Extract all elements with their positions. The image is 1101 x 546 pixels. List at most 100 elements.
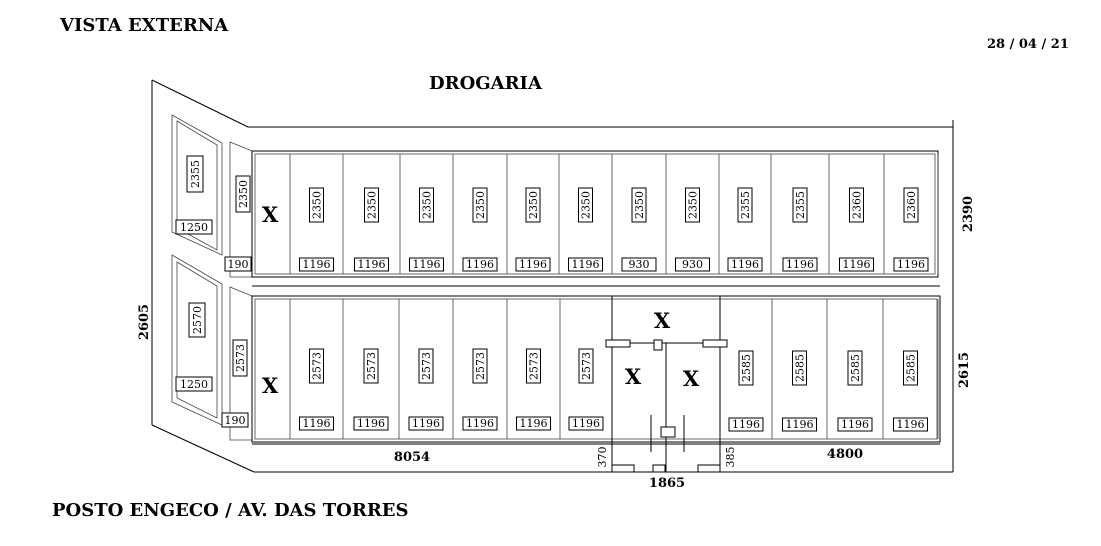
door-right-dimension: 385 — [724, 447, 737, 468]
door-left-mark: X — [625, 364, 642, 389]
top-panel-height-6: 2350 — [578, 187, 593, 223]
top-panel-width-2: 1196 — [354, 257, 389, 272]
svg-text:1196: 1196 — [897, 258, 925, 271]
bottom-right-panel-height-1: 2585 — [738, 350, 754, 386]
top-panel-width-11: 1196 — [839, 257, 874, 272]
svg-text:1196: 1196 — [786, 418, 814, 431]
svg-text:1250: 1250 — [180, 221, 208, 234]
svg-text:1196: 1196 — [897, 418, 925, 431]
side-lower-width-label: 1250 — [175, 376, 213, 392]
svg-text:1196: 1196 — [519, 258, 547, 271]
bottom-left-width-label: 190 — [221, 412, 249, 428]
door-width-dimension: 1865 — [649, 476, 685, 491]
top-panel-height-8: 2350 — [685, 187, 700, 223]
side-lower-height-label: 2570 — [188, 302, 206, 338]
svg-text:2360: 2360 — [851, 191, 864, 219]
bottom-left-panel-height-3: 2573 — [418, 348, 434, 384]
bottom-left-panel-width-1: 1196 — [299, 416, 334, 431]
side-upper-width-label: 1250 — [175, 219, 213, 235]
top-panel-height-12: 2360 — [903, 187, 919, 223]
svg-text:1196: 1196 — [841, 418, 869, 431]
bottom-left-panel-height-2: 2573 — [363, 348, 379, 384]
svg-text:2355: 2355 — [189, 160, 202, 188]
top-panel-width-12: 1196 — [893, 257, 929, 272]
left-run-dimension: 8054 — [394, 450, 430, 465]
bottom-right-panel-width-3: 1196 — [837, 417, 873, 432]
bottom-left-panel-height-5: 2573 — [526, 348, 541, 384]
svg-text:2573: 2573 — [528, 352, 541, 380]
svg-text:930: 930 — [629, 258, 650, 271]
bottom-left-panel-width-5: 1196 — [516, 416, 551, 431]
right-run-dimension: 4800 — [827, 447, 863, 462]
top-row: 2350 1196 2350 1196 2350 1196 2350 1196 2350 1196… — [251, 150, 939, 278]
bottom-right-panel-width-2: 1196 — [782, 417, 817, 432]
svg-text:1196: 1196 — [412, 417, 440, 430]
top-panel-width-1: 1196 — [299, 257, 334, 272]
svg-text:2350: 2350 — [366, 191, 379, 219]
svg-text:1196: 1196 — [843, 258, 871, 271]
svg-text:2573: 2573 — [420, 352, 433, 380]
store-name: DROGARIA — [429, 73, 543, 94]
top-overall-height: 2390 — [961, 196, 976, 232]
svg-text:2355: 2355 — [739, 191, 752, 219]
bottom-left-panel-height-1: 2573 — [309, 348, 324, 384]
svg-text:2573: 2573 — [365, 352, 378, 380]
svg-text:1196: 1196 — [572, 417, 600, 430]
top-panel-height-10: 2355 — [792, 187, 808, 223]
svg-text:1196: 1196 — [466, 417, 494, 430]
svg-text:1196: 1196 — [413, 258, 441, 271]
bottom-right-panel-width-1: 1196 — [728, 417, 764, 432]
bottom-left-panel-height-4: 2573 — [472, 348, 488, 384]
top-panel-height-3: 2350 — [419, 187, 434, 223]
top-panel-height-5: 2350 — [525, 187, 541, 223]
top-left-width-label: 190 — [224, 256, 252, 272]
top-panel-width-3: 1196 — [409, 257, 444, 272]
svg-text:1196: 1196 — [520, 417, 548, 430]
top-panel-width-7: 930 — [621, 257, 657, 272]
top-panel-height-11: 2360 — [849, 187, 864, 223]
top-panel-width-6: 1196 — [568, 257, 603, 272]
svg-text:2585: 2585 — [794, 354, 807, 382]
door-right-mark: X — [683, 366, 700, 391]
svg-text:2350: 2350 — [633, 191, 646, 219]
svg-text:2350: 2350 — [421, 191, 434, 219]
top-panel-width-5: 1196 — [515, 257, 551, 272]
svg-text:2350: 2350 — [580, 191, 593, 219]
svg-text:2350: 2350 — [474, 191, 487, 219]
svg-text:2350: 2350 — [687, 191, 700, 219]
top-panel-height-9: 2355 — [737, 187, 753, 223]
entrance-door — [605, 296, 728, 473]
svg-text:2360: 2360 — [905, 191, 918, 219]
svg-text:1196: 1196 — [303, 417, 331, 430]
top-panel-height-1: 2350 — [309, 187, 324, 223]
top-panel-width-10: 1196 — [782, 257, 818, 272]
top-closed-mark: X — [262, 202, 279, 227]
door-left-dimension: 370 — [596, 447, 609, 468]
location-caption: POSTO ENGECO / AV. DAS TORRES — [52, 500, 409, 521]
svg-text:930: 930 — [682, 258, 703, 271]
svg-text:190: 190 — [228, 258, 249, 271]
top-panel-width-8: 930 — [675, 257, 710, 272]
top-panel-width-9: 1196 — [727, 257, 763, 272]
bottom-overall-height: 2615 — [957, 352, 972, 388]
svg-text:2585: 2585 — [849, 354, 862, 382]
bottom-left-panel-width-2: 1196 — [353, 416, 389, 431]
top-panel-height-4: 2350 — [472, 187, 488, 223]
bottom-left-panel-width-6: 1196 — [568, 416, 604, 431]
top-panel-height-7: 2350 — [631, 187, 647, 223]
svg-text:2573: 2573 — [311, 352, 324, 380]
top-panel-width-4: 1196 — [462, 257, 498, 272]
svg-text:1196: 1196 — [303, 258, 331, 271]
svg-text:2355: 2355 — [794, 191, 807, 219]
bottom-closed-mark: X — [262, 373, 279, 398]
door-transom-mark: X — [654, 308, 671, 333]
svg-text:2570: 2570 — [191, 306, 204, 334]
side-upper-height-label: 2355 — [186, 155, 204, 193]
view-title: VISTA EXTERNA — [59, 15, 229, 36]
svg-text:2585: 2585 — [740, 354, 753, 382]
drawing-date: 28 / 04 / 21 — [987, 37, 1069, 52]
top-left-height-label: 2350 — [235, 175, 251, 213]
bottom-left-panel-height-6: 2573 — [578, 348, 594, 384]
bottom-right-panel-height-2: 2585 — [792, 350, 807, 386]
svg-text:1196: 1196 — [732, 418, 760, 431]
